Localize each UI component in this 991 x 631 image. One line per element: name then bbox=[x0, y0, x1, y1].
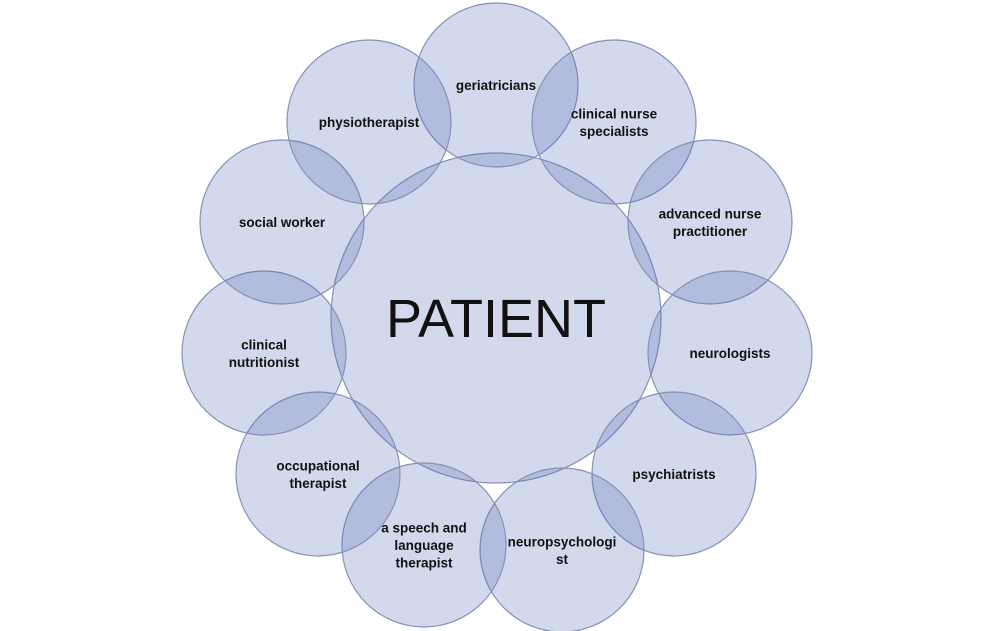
role-label-line: clinical nurse bbox=[571, 106, 658, 121]
role-label-line: neurologists bbox=[689, 346, 770, 361]
role-circle-neurologists bbox=[647, 270, 813, 436]
role-circle-occupational-therapist bbox=[235, 391, 401, 557]
role-circle-social-worker bbox=[199, 139, 365, 305]
role-label-clinical-nurse-specialists: clinical nurse specialists bbox=[571, 106, 658, 139]
role-circle-geriatricians bbox=[413, 2, 579, 168]
role-label-physiotherapist: physiotherapist bbox=[319, 115, 420, 130]
role-label-advanced-nurse-practitioner: advanced nurse practitioner bbox=[659, 206, 762, 239]
role-label-neuropsychologist: neuropsychologi st bbox=[508, 534, 617, 567]
role-label-line: social worker bbox=[239, 215, 326, 230]
role-label-line: neuropsychologi bbox=[508, 534, 617, 549]
role-label-social-worker: social worker bbox=[239, 215, 326, 230]
role-label-neurologists: neurologists bbox=[689, 346, 770, 361]
role-label-line: therapist bbox=[289, 476, 347, 491]
role-label-line: advanced nurse bbox=[659, 206, 762, 221]
role-label-line: st bbox=[556, 552, 569, 567]
role-label-occupational-therapist: occupational therapist bbox=[276, 458, 359, 491]
role-circle-neuropsychologist bbox=[479, 467, 645, 631]
role-label-clinical-nutritionist: clinical nutritionist bbox=[229, 337, 300, 370]
role-label-line: clinical bbox=[241, 337, 287, 352]
role-label-line: language bbox=[394, 538, 454, 553]
role-circle-speech-language-therapist bbox=[341, 462, 507, 628]
role-circle-physiotherapist bbox=[286, 39, 452, 205]
role-circle-clinical-nutritionist bbox=[181, 270, 347, 436]
role-label-line: physiotherapist bbox=[319, 115, 420, 130]
role-label-line: a speech and bbox=[381, 521, 467, 536]
role-label-line: therapist bbox=[395, 556, 453, 571]
role-label-speech-language-therapist: a speech and language therapist bbox=[381, 521, 467, 571]
role-label-line: specialists bbox=[579, 124, 648, 139]
role-label-line: geriatricians bbox=[456, 78, 536, 93]
role-circle-advanced-nurse-practitioner bbox=[627, 139, 793, 305]
role-label-line: nutritionist bbox=[229, 355, 300, 370]
role-label-geriatricians: geriatricians bbox=[456, 78, 536, 93]
role-label-line: occupational bbox=[276, 458, 359, 473]
role-label-psychiatrists: psychiatrists bbox=[632, 467, 715, 482]
role-circle-clinical-nurse-specialists bbox=[531, 39, 697, 205]
patient-label: PATIENT bbox=[386, 289, 606, 349]
role-label-line: psychiatrists bbox=[632, 467, 715, 482]
patient-circle bbox=[330, 152, 662, 484]
role-label-line: practitioner bbox=[673, 224, 748, 239]
